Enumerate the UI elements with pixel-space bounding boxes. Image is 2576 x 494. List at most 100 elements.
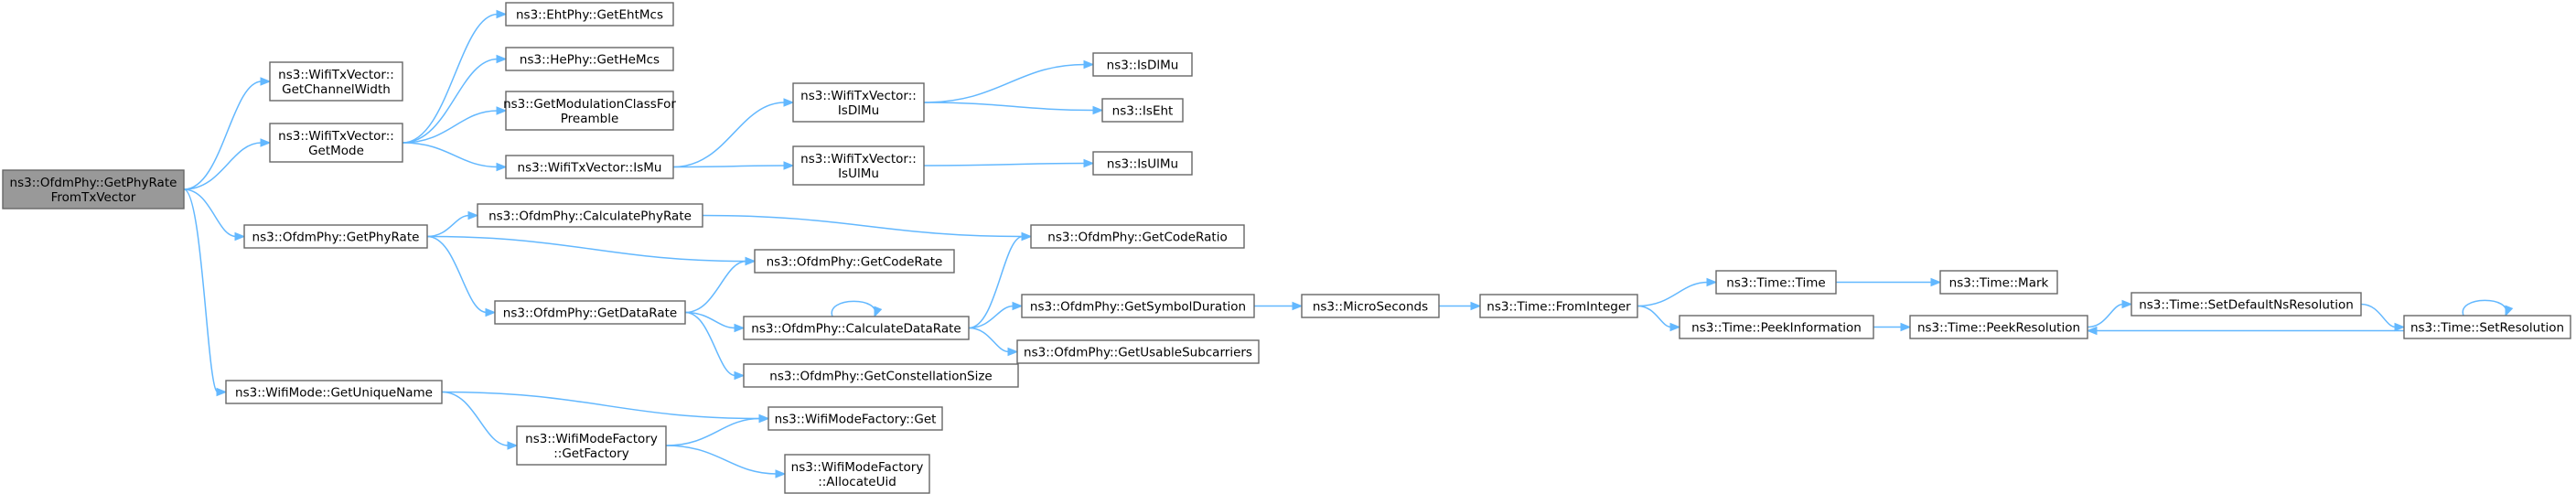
node-box [1939, 270, 2058, 295]
call-edge-line [402, 142, 499, 168]
node-txIsDlMu[interactable]: ns3::WifiTxVector::IsDlMu [792, 82, 925, 123]
node-calcDataRate[interactable]: ns3::OfdmPhy::CalculateDataRate [743, 316, 970, 340]
call-edge-line [2360, 303, 2397, 328]
call-edge [665, 413, 770, 446]
node-getMode[interactable]: ns3::WifiTxVector::GetMode [269, 123, 403, 163]
node-txIsMu[interactable]: ns3::WifiTxVector::IsMu [505, 155, 674, 179]
arrowhead-icon [1669, 322, 1681, 332]
arrowhead-icon [496, 54, 508, 64]
node-label: ns3::IsEht [1112, 104, 1174, 119]
arrowhead-icon [485, 307, 497, 317]
node-microSeconds[interactable]: ns3::MicroSeconds [1301, 294, 1440, 318]
node-label: GetChannelWidth [282, 82, 391, 97]
arrowhead-icon [507, 441, 519, 450]
node-getUsableSub[interactable]: ns3::OfdmPhy::GetUsableSubcarriers [1016, 339, 1260, 364]
call-edge [968, 327, 1019, 357]
node-setDefaultNs[interactable]: ns3::Time::SetDefaultNsResolution [2131, 292, 2362, 317]
node-getConstSize[interactable]: ns3::OfdmPhy::GetConstellationSize [743, 363, 1019, 388]
node-isEht[interactable]: ns3::IsEht [1101, 98, 1184, 123]
arrowhead-icon [1021, 231, 1033, 242]
node-factoryGet[interactable]: ns3::WifiModeFactory::Get [767, 406, 943, 431]
arrowhead-icon [260, 138, 272, 147]
arrowhead-icon [745, 256, 757, 266]
call-graph-edges [183, 9, 2514, 478]
arrowhead-icon [783, 98, 795, 107]
arrowhead-icon [234, 231, 246, 242]
call-edge [402, 106, 508, 144]
arrowhead-icon [1007, 347, 1019, 357]
node-label: ns3::OfdmPhy::GetCodeRate [767, 255, 943, 270]
arrowhead-icon [1083, 59, 1095, 70]
node-calcPhyRate[interactable]: ns3::OfdmPhy::CalculatePhyRate [477, 203, 703, 228]
node-label: IsDlMu [838, 103, 879, 118]
node-peekRes[interactable]: ns3::Time::PeekResolution [1909, 315, 2088, 339]
arrowhead-icon [775, 469, 787, 478]
call-edge-line [426, 235, 488, 314]
arrowhead-icon [874, 306, 883, 318]
node-isUlMu[interactable]: ns3::IsUlMu [1092, 151, 1193, 176]
arrowhead-icon [260, 77, 272, 86]
node-timeTime[interactable]: ns3::Time::Time [1715, 270, 1837, 295]
arrowhead-icon [2394, 322, 2406, 332]
call-edge [2087, 299, 2133, 328]
node-getEhtMcs[interactable]: ns3::EhtPhy::GetEhtMcs [505, 2, 674, 27]
call-edge-line [402, 13, 499, 144]
call-edge [1836, 277, 1942, 287]
node-getDataRate[interactable]: ns3::OfdmPhy::GetDataRate [494, 300, 686, 325]
node-box [225, 380, 443, 404]
node-label: ns3::WifiTxVector::IsMu [518, 161, 662, 176]
call-edge-line [1637, 305, 1672, 328]
arrowhead-icon [1470, 301, 1482, 311]
call-edge-line [441, 391, 761, 420]
call-edge-line [402, 58, 499, 144]
call-edge-line [968, 327, 1010, 353]
call-edge-line [426, 214, 470, 238]
call-edge [1873, 322, 1912, 332]
call-edge [441, 391, 770, 424]
node-box [1909, 315, 2088, 339]
node-txIsUlMu[interactable]: ns3::WifiTxVector::IsUlMu [792, 145, 925, 186]
node-getChannelWidth[interactable]: ns3::WifiTxVector::GetChannelWidth [269, 61, 403, 102]
call-edge-line [684, 260, 747, 314]
node-getSymbolDuration[interactable]: ns3::OfdmPhy::GetSymbolDuration [1021, 294, 1255, 318]
node-getHeMcs[interactable]: ns3::HePhy::GetHeMcs [505, 47, 674, 71]
arrowhead-icon [2505, 305, 2514, 317]
node-box [505, 2, 674, 27]
node-box [505, 91, 674, 131]
node-getCodeRatio[interactable]: ns3::OfdmPhy::GetCodeRatio [1030, 224, 1245, 249]
call-edge-line [968, 235, 1024, 329]
node-label: ns3::WifiTxVector:: [800, 89, 917, 103]
node-setRes[interactable]: ns3::Time::SetResolution [2403, 315, 2571, 339]
node-allocUid[interactable]: ns3::WifiModeFactory::AllocateUid [784, 454, 930, 494]
node-peekInfo[interactable]: ns3::Time::PeekInformation [1679, 315, 1874, 339]
node-label: ns3::WifiModeFactory [791, 460, 924, 475]
arrowhead-icon [1706, 277, 1718, 287]
node-ofdmGetPhyRate[interactable]: ns3::OfdmPhy::GetPhyRate [243, 224, 428, 249]
arrowhead-icon [734, 370, 746, 381]
node-label: ns3::OfdmPhy::CalculateDataRate [751, 322, 961, 337]
node-box [2131, 292, 2362, 317]
call-edge-line [684, 311, 736, 377]
call-edge [183, 77, 272, 190]
node-isDlMu[interactable]: ns3::IsDlMu [1092, 52, 1193, 77]
node-getCodeRate[interactable]: ns3::OfdmPhy::GetCodeRate [754, 249, 955, 274]
node-timeMark[interactable]: ns3::Time::Mark [1939, 270, 2058, 295]
node-fromInteger[interactable]: ns3::Time::FromInteger [1479, 294, 1638, 318]
call-edge [426, 235, 757, 266]
node-getFactory[interactable]: ns3::WifiModeFactory::GetFactory [516, 425, 667, 466]
call-edge [1254, 301, 1304, 311]
arrowhead-icon [734, 323, 746, 333]
node-box [494, 300, 686, 325]
node-getUniqueName[interactable]: ns3::WifiMode::GetUniqueName [225, 380, 443, 404]
call-edge-line [923, 102, 1095, 112]
call-edge [968, 301, 1024, 329]
call-edge-line [183, 188, 219, 393]
node-label: Preamble [561, 112, 619, 126]
call-edge-line [441, 391, 510, 446]
node-label: ns3::OfdmPhy::GetSymbolDuration [1030, 300, 1246, 315]
call-edge-line [923, 162, 1086, 166]
call-edge-line [2462, 299, 2507, 317]
